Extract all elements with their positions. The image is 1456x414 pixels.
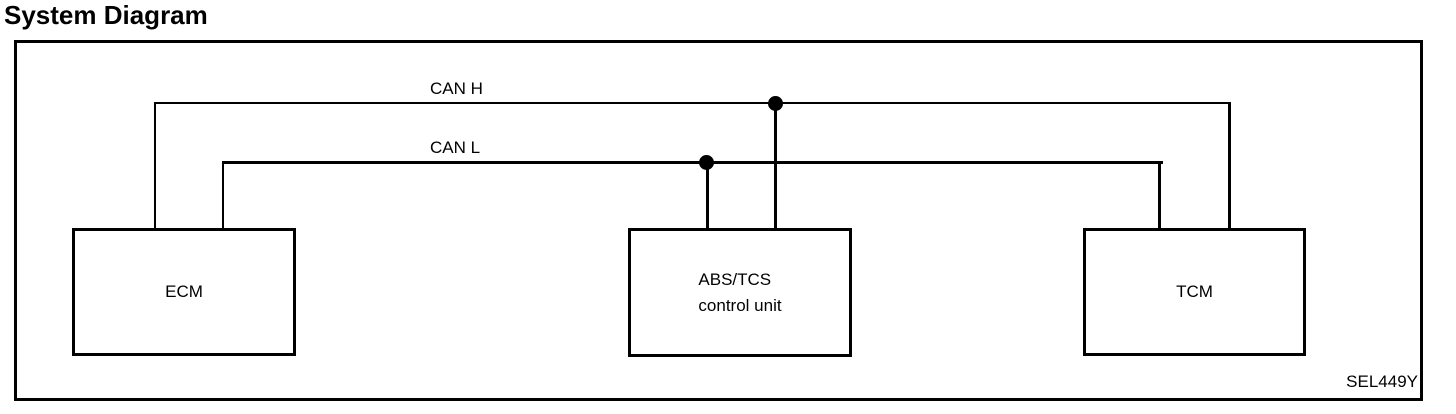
can-h-label: CAN H — [430, 79, 483, 98]
abs-tcs-can-l-connector-line — [706, 161, 709, 229]
node-label-tcm: TCM — [1176, 282, 1213, 301]
ecm-can-l-connector-line — [222, 161, 224, 229]
can-l-bus-line — [222, 161, 1163, 164]
page-title: System Diagram — [4, 0, 208, 30]
can-l-label: CAN L — [430, 138, 481, 157]
tcm-can-h-connector-line — [1228, 102, 1231, 229]
node-label-abs-tcs-line2: control unit — [698, 295, 782, 315]
node-box-ecm: ECM — [72, 228, 296, 356]
node-box-abs-tcs: ABS/TCS control unit — [628, 228, 852, 357]
tcm-can-l-connector-line — [1158, 161, 1161, 229]
can-h-bus-line — [154, 102, 1231, 104]
junction-dot-icon-can-h — [768, 96, 783, 111]
abs-tcs-can-h-connector-line — [774, 102, 777, 229]
node-label-abs-tcs-line1: ABS/TCS — [698, 269, 772, 289]
figure-code: SEL449Y — [1346, 372, 1418, 391]
node-box-tcm: TCM — [1083, 228, 1306, 356]
node-label-ecm: ECM — [165, 282, 203, 301]
ecm-can-h-connector-line — [154, 102, 156, 229]
junction-dot-icon-can-l — [699, 155, 714, 170]
node-label-abs-tcs: ABS/TCS control unit — [698, 267, 781, 319]
